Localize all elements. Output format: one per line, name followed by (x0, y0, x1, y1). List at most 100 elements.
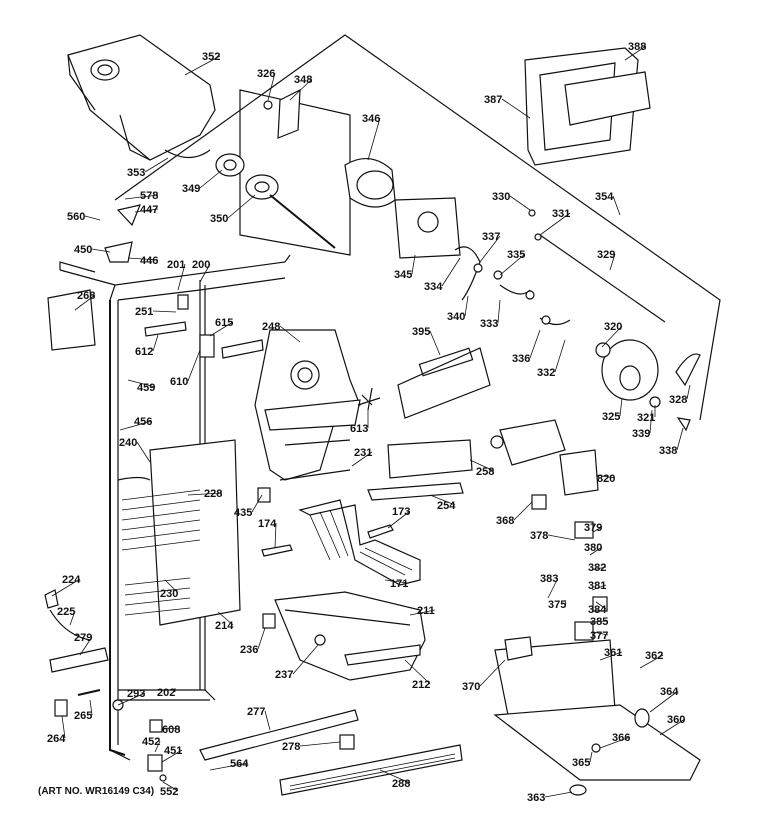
callout-446: 446 (127, 255, 158, 267)
part-number-label: 610 (170, 376, 188, 388)
callout-277: 277 (247, 706, 271, 731)
part-number-label: 237 (275, 669, 293, 681)
leader-line (589, 620, 609, 623)
leader-line (619, 397, 623, 417)
leader-line (589, 546, 603, 556)
part-number-label: 321 (637, 412, 655, 424)
part-number-label: 350 (210, 213, 228, 225)
callout-578: 578 (124, 190, 159, 202)
leader-line (686, 384, 691, 400)
callout-388: 388 (624, 41, 646, 61)
leader-line (164, 579, 179, 594)
callout-214: 214 (215, 611, 234, 632)
part-number-label: 264 (47, 733, 66, 745)
part-number-label: 211 (417, 605, 435, 617)
leader-line (601, 325, 623, 348)
misc-small-parts (47, 204, 276, 782)
part-number-label: 552 (160, 786, 178, 798)
callout-366: 366 (599, 732, 630, 749)
leader-line (136, 441, 151, 463)
leader-line (595, 474, 616, 479)
part-number-label: 380 (584, 542, 602, 554)
callout-336: 336 (512, 329, 541, 365)
leader-line (289, 78, 313, 101)
leader-line (74, 294, 96, 311)
callout-364: 364 (649, 686, 679, 713)
callout-353: 353 (127, 157, 169, 179)
callout-268: 268 (74, 290, 96, 311)
part-number-label: 361 (604, 647, 622, 659)
leader-line (124, 194, 159, 200)
part-number-label: 231 (354, 447, 372, 459)
part-number-label: 383 (540, 573, 558, 585)
callout-279: 279 (74, 632, 93, 656)
leader-line (209, 321, 234, 337)
callout-383: 383 (540, 573, 559, 599)
part-number-label: 328 (669, 394, 687, 406)
part-number-label: 452 (142, 736, 160, 748)
part-number-label: 446 (140, 255, 158, 267)
part-number-label: 230 (160, 588, 178, 600)
callout-350: 350 (210, 194, 256, 225)
callout-381: 381 (588, 580, 606, 592)
fan-shroud-247 (254, 329, 361, 481)
ice-bucket-352 (67, 34, 216, 161)
callout-201: 201 (167, 259, 186, 291)
leader-line (199, 263, 211, 283)
callout-240: 240 (119, 437, 151, 463)
callout-378: 378 (530, 530, 576, 542)
callout-452: 452 (142, 736, 161, 753)
leader-line (217, 611, 234, 626)
callout-293: 293 (117, 688, 145, 706)
part-number-label: 212 (412, 679, 430, 691)
leader-line (612, 195, 621, 216)
leader-line (547, 577, 559, 599)
callout-447: 447 (134, 204, 158, 216)
leader-line (509, 195, 531, 211)
leader-line (592, 526, 603, 533)
part-number-label: 258 (476, 466, 494, 478)
callout-333: 333 (480, 299, 501, 330)
leader-line (227, 194, 256, 219)
part-number-label: 345 (394, 269, 412, 281)
leader-line (367, 117, 381, 161)
leader-line (513, 501, 533, 521)
part-number-label: 326 (257, 68, 275, 80)
part-number-label: 456 (134, 416, 152, 428)
leader-line (659, 718, 686, 736)
leader-line (84, 215, 101, 221)
motor-mount-345 (394, 197, 461, 259)
callout-212: 212 (404, 659, 431, 691)
part-number-label: 363 (527, 792, 545, 804)
callout-370: 370 (462, 659, 506, 693)
leader-line (404, 659, 431, 685)
leader-line (161, 749, 183, 763)
part-number-label: 364 (660, 686, 679, 698)
part-number-label: 450 (74, 244, 92, 256)
leader-line (464, 295, 469, 317)
leader-line (264, 710, 271, 731)
part-number-label: 451 (164, 745, 182, 757)
callout-325: 325 (602, 397, 623, 423)
leader-line (479, 659, 506, 687)
part-number-label: 277 (247, 706, 265, 718)
leader-line (162, 781, 179, 792)
leader-line (592, 631, 609, 636)
callout-254: 254 (429, 494, 456, 512)
leader-line (599, 651, 623, 661)
callout-200: 200 (192, 259, 211, 283)
callout-278: 278 (282, 741, 341, 753)
callout-236: 236 (240, 627, 266, 656)
leader-line (79, 636, 93, 656)
leader-line (187, 492, 223, 496)
callout-174: 174 (258, 518, 277, 549)
part-number-label: 251 (135, 306, 153, 318)
part-number-label: 578 (140, 190, 158, 202)
leader-line (51, 578, 81, 597)
callout-224: 224 (51, 574, 81, 597)
part-number-label: 335 (507, 249, 525, 261)
leader-line (499, 253, 526, 276)
leader-line (379, 769, 411, 784)
